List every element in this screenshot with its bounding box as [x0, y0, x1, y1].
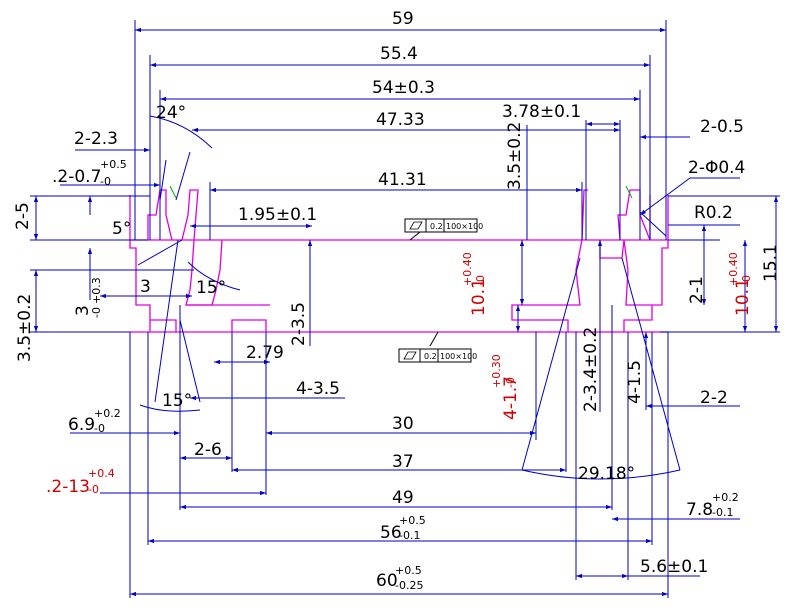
- tolerance-value: 0.2: [424, 352, 437, 361]
- dim-2-13-sup: +0.4: [88, 467, 115, 480]
- part-profile: [129, 189, 669, 333]
- tolerance-frame-top: 0.2 100×100: [404, 218, 483, 233]
- dim-3: 3: [140, 277, 151, 297]
- dim-3-5-top: 3.5±0.2: [505, 122, 525, 190]
- dim-4-3-5: 4-3.5: [296, 379, 340, 399]
- dim-7-8-sup: +0.2: [712, 491, 739, 504]
- dim-2-13: .2-13: [46, 477, 90, 497]
- dim-2-79: 2.79: [246, 343, 284, 363]
- dim-2-2-3: 2-2.3: [74, 129, 118, 149]
- dim-10-1-right-sub: -0: [740, 275, 753, 286]
- dim-49: 49: [392, 488, 414, 508]
- dim-2-1: 2-1: [687, 276, 707, 304]
- dim-55-4: 55.4: [380, 44, 418, 64]
- dim-2-phi-0-4: 2-Φ0.4: [688, 158, 745, 178]
- dim-2-3-4: 2-3.4±0.2: [581, 327, 601, 412]
- dim-4-1-7: 4-1.7: [501, 376, 521, 420]
- dim-60-sup: +0.5: [395, 564, 422, 577]
- dim-6-9-sub: -0: [94, 422, 105, 435]
- dim-6-9-sup: +0.2: [94, 407, 121, 420]
- dim-10-1-right: 10.1: [733, 278, 753, 316]
- dim-30: 30: [392, 414, 414, 434]
- dim-2-0-7-sup: +0.5: [100, 158, 127, 171]
- tolerance-leaders: [409, 231, 439, 347]
- dim-1-95: 1.95±0.1: [238, 205, 317, 225]
- dim-2-5: 2-5: [13, 202, 33, 230]
- dim-2-0-7-sub: -0: [100, 175, 111, 188]
- angle-5: 5°: [112, 219, 131, 239]
- dim-15-1: 15.1: [761, 244, 781, 282]
- dim-41-31: 41.31: [378, 170, 427, 190]
- dim-56-sup: +0.5: [399, 514, 426, 527]
- tolerance-value: 0.2: [430, 222, 443, 231]
- angle-15-bottom: 15°: [162, 391, 192, 411]
- dim-7-8-sub: -0.1: [712, 506, 733, 519]
- angle-15-top: 15°: [196, 278, 226, 298]
- dim-2-0-7: .2-0.7: [52, 167, 101, 187]
- dim-3-5-left: 3.5±0.2: [15, 294, 35, 362]
- dim-3-0-3: 3: [73, 305, 93, 316]
- dim-54: 54±0.3: [372, 78, 435, 98]
- dim-4-1-5: 4-1.5: [625, 360, 645, 404]
- dimension-labels: 59 55.4 54±0.3 47.33 3.78±0.1 41.31 1.95…: [13, 9, 781, 592]
- dim-2-3-5: 2-3.5: [289, 302, 309, 346]
- dim-3-0-3-sup: +0.3: [90, 277, 103, 304]
- dim-59: 59: [392, 9, 414, 29]
- dim-2-2: 2-2: [700, 388, 728, 408]
- dim-56-sub: -0.1: [399, 529, 420, 542]
- dim-10-1-mid: 10.1: [469, 278, 489, 316]
- dim-5-6: 5.6±0.1: [640, 557, 708, 577]
- dim-r0-2: R0.2: [694, 203, 733, 223]
- dim-60: 60: [376, 571, 398, 591]
- dim-4-1-7-sup: +0.30: [490, 354, 503, 388]
- dim-56: 56: [380, 523, 402, 543]
- dimension-lines: [30, 20, 780, 598]
- dim-4-1-7-sub: -0: [504, 377, 517, 388]
- dim-3-0-3-sub: -0: [90, 307, 103, 318]
- dim-2-6: 2-6: [194, 440, 222, 460]
- angle-29-18: 29.18°: [578, 464, 635, 484]
- dim-2-13-sub: -0: [88, 483, 99, 496]
- reference-marks: [169, 185, 633, 199]
- dim-3-78: 3.78±0.1: [502, 102, 581, 122]
- dim-10-1-right-sup: +0.40: [727, 252, 740, 286]
- dim-37: 37: [392, 452, 414, 472]
- dim-7-8: 7.8: [686, 500, 713, 520]
- angle-24: 24°: [156, 103, 186, 123]
- tolerance-datum: 100×100: [446, 222, 483, 231]
- tolerance-datum: 100×100: [440, 352, 477, 361]
- dim-2-0-5: 2-0.5: [700, 117, 744, 137]
- dim-60-sub: -0.25: [395, 579, 423, 592]
- dim-6-9: 6.9: [68, 415, 95, 435]
- dim-47-33: 47.33: [376, 110, 425, 130]
- dim-10-1-mid-sup: +0.40: [461, 252, 474, 286]
- tolerance-frame-bottom: 0.2 100×100: [398, 348, 477, 363]
- dim-10-1-mid-sub: -0: [474, 275, 487, 286]
